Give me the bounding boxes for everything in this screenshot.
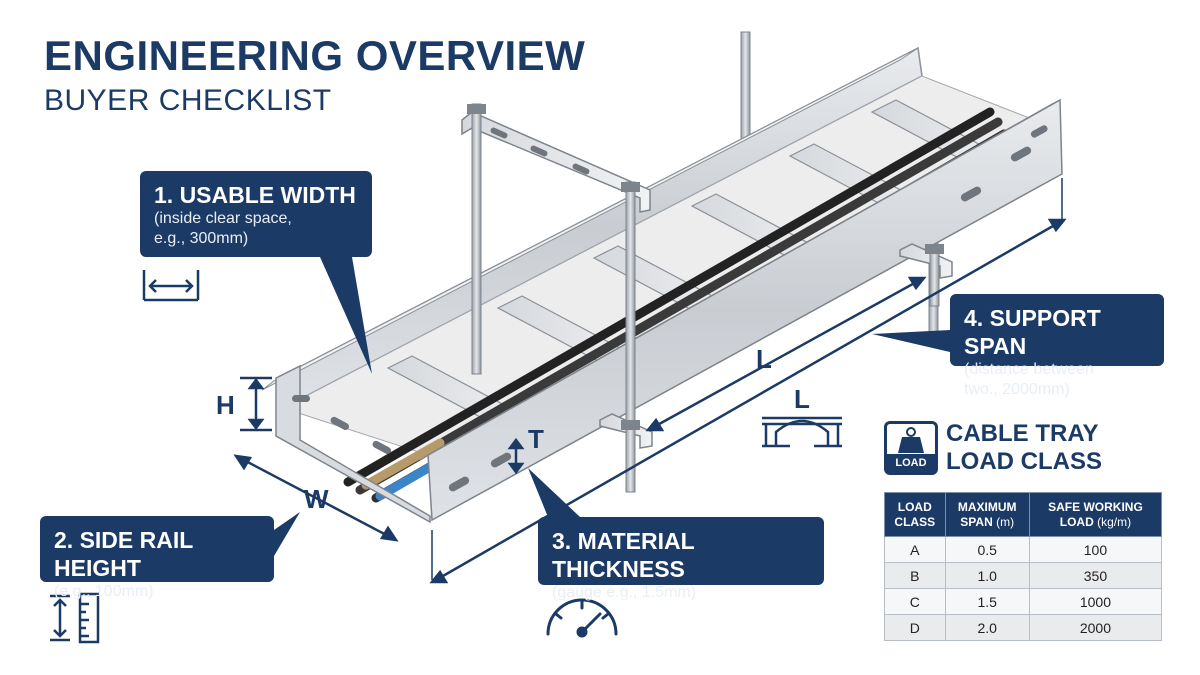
table-row: B 1.0 350 xyxy=(884,562,1163,589)
span-bridge-icon xyxy=(762,416,842,448)
cell-class: A xyxy=(884,536,946,563)
callout-detail: two., 2000mm) xyxy=(964,381,1070,398)
callout-heading: 3. MATERIAL THICKNESS xyxy=(552,528,695,582)
header-safe-working-load: SAFE WORKING LOAD (kg/m) xyxy=(1028,492,1163,537)
cell-class: D xyxy=(884,614,946,641)
dimension-label-thickness: T xyxy=(528,424,544,454)
table-row: C 1.5 1000 xyxy=(884,588,1163,615)
cell-span: 2.0 xyxy=(944,614,1030,641)
cell-span: 1.0 xyxy=(944,562,1030,589)
span-icon-label: L xyxy=(794,384,810,414)
table-header-row: LOAD CLASS MAXIMUM SPAN (m) SAFE WORKING… xyxy=(884,492,1163,537)
callout-detail: e.g., 300mm) xyxy=(154,230,249,247)
callout-pointers xyxy=(274,257,950,556)
callout-detail: (distance between xyxy=(964,361,1094,378)
weight-icon xyxy=(898,427,924,453)
width-arrow-icon xyxy=(142,270,200,302)
page-title: ENGINEERING OVERVIEW xyxy=(44,32,586,79)
tray-end-profile xyxy=(275,364,431,524)
callout-support-span: 4. SUPPORT SPAN (distance between two., … xyxy=(950,294,1164,398)
height-ruler-icon xyxy=(50,592,100,644)
cell-load: 100 xyxy=(1028,536,1163,563)
load-class-title-line: CABLE TRAY xyxy=(946,420,1099,447)
callout-detail: (gauge e.g., 1.5mm) xyxy=(552,584,697,601)
table-row: A 0.5 100 xyxy=(884,536,1163,563)
callout-side-rail-height: 2. SIDE RAIL HEIGHT (e.g., 100mm) xyxy=(40,516,274,600)
load-badge-label: LOAD xyxy=(887,454,935,472)
dimension-label-width: W xyxy=(304,484,329,514)
callout-heading: 2. SIDE RAIL HEIGHT xyxy=(54,527,193,581)
callout-heading: 4. SUPPORT SPAN xyxy=(964,305,1101,359)
cell-class: B xyxy=(884,562,946,589)
callout-heading: 1. USABLE WIDTH xyxy=(154,182,356,208)
cell-span: 1.5 xyxy=(944,588,1030,615)
cell-span: 0.5 xyxy=(944,536,1030,563)
callout-usable-width: 1. USABLE WIDTH (inside clear space, e.g… xyxy=(140,171,372,257)
gauge-icon xyxy=(546,598,618,638)
cell-class: C xyxy=(884,588,946,615)
callout-detail: (inside clear space, xyxy=(154,210,292,227)
cell-load: 2000 xyxy=(1028,614,1163,641)
dimension-label-length: L xyxy=(756,344,772,374)
hanger-rods-front xyxy=(467,103,944,493)
header-load-class: LOAD CLASS xyxy=(884,492,946,537)
callout-material-thickness: 3. MATERIAL THICKNESS (gauge e.g., 1.5mm… xyxy=(538,517,824,601)
load-class-table: LOAD CLASS MAXIMUM SPAN (m) SAFE WORKING… xyxy=(884,492,1163,641)
cell-load: 350 xyxy=(1028,562,1163,589)
load-class-title: CABLE TRAY LOAD CLASS xyxy=(946,420,1102,476)
callout-detail: (e.g., 100mm) xyxy=(54,583,154,600)
header-maximum-span: MAXIMUM SPAN (m) xyxy=(944,492,1030,537)
cell-load: 1000 xyxy=(1028,588,1163,615)
page-subtitle: BUYER CHECKLIST xyxy=(44,84,332,117)
dimension-label-height: H xyxy=(216,390,235,420)
tray-near-rail xyxy=(419,98,1063,522)
load-badge: LOAD xyxy=(884,421,938,475)
load-class-title-line: LOAD CLASS xyxy=(946,448,1102,475)
table-row: D 2.0 2000 xyxy=(884,614,1163,641)
